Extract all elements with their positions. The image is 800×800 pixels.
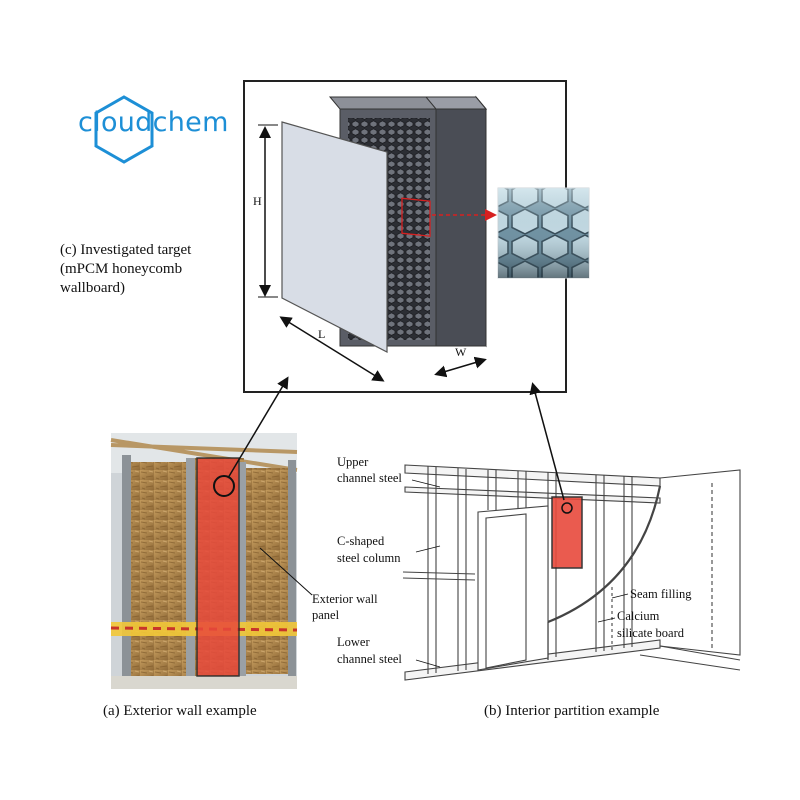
target-caption-line-2: (mPCM honeycomb xyxy=(60,261,183,277)
lower-channel-label: Lower channel steel xyxy=(337,635,402,666)
interior-panel-marker xyxy=(561,502,573,514)
box-right-face xyxy=(435,108,487,347)
exterior-label: Exterior wall panel xyxy=(312,592,381,622)
upper-channel-label: Upper channel steel xyxy=(337,455,402,485)
calcium-silicate-label: Calcium silicate board xyxy=(617,609,685,640)
seam-filling-label: Seam filling xyxy=(630,587,692,601)
interior-partition-sketch xyxy=(402,464,741,681)
front-facing-panel xyxy=(281,121,388,353)
exterior-label-line-1: Exterior wall xyxy=(312,592,378,606)
exterior-caption: (a) Exterior wall example xyxy=(103,703,257,719)
interior-panel-highlight xyxy=(551,496,583,569)
c-shaped-column-label: C-shaped steel column xyxy=(337,534,401,565)
target-caption: (c) Investigated target (mPCM honeycomb … xyxy=(60,241,191,298)
height-label: H xyxy=(253,194,262,208)
width-dimension-line xyxy=(434,356,487,378)
interior-caption: (b) Interior partition example xyxy=(484,703,660,719)
exterior-label-line-2: panel xyxy=(312,608,340,622)
logo-text: cloudchem xyxy=(78,107,229,138)
exterior-to-target-arrow xyxy=(227,376,289,479)
interior-to-target-arrow xyxy=(529,382,565,501)
length-dimension-line xyxy=(279,316,385,382)
target-caption-line-1: (c) Investigated target xyxy=(60,242,192,258)
exterior-panel-marker xyxy=(213,475,235,497)
width-label: W xyxy=(455,345,467,359)
length-label: L xyxy=(318,327,325,341)
exterior-label-leader xyxy=(259,547,313,596)
zoom-region-marker xyxy=(401,197,431,237)
target-caption-line-3: wallboard) xyxy=(60,280,125,296)
